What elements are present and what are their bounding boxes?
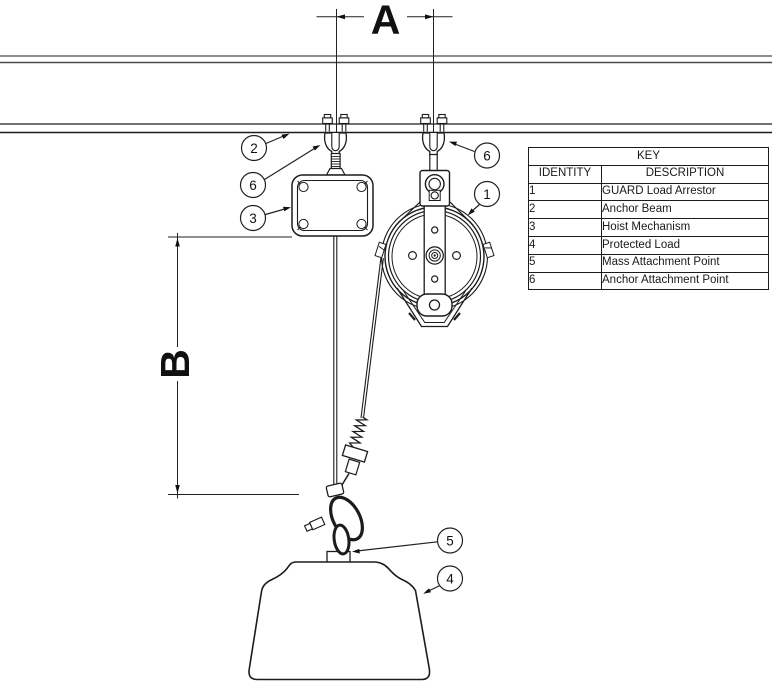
protected-load [248, 561, 431, 681]
callout-6-left-number: 6 [249, 178, 257, 193]
hoist-eyelet [325, 167, 347, 176]
key-row-identity: 1 [528, 182, 602, 202]
key-table-title: KEY [528, 147, 769, 166]
callout-4-number: 4 [446, 571, 454, 586]
hoist-corner-bolts [297, 180, 368, 231]
key-row-5: 5 Mass Attachment Point [528, 253, 769, 273]
key-row-1: 1 GUARD Load Arrestor [528, 182, 769, 202]
key-row-2: 2 Anchor Beam [528, 200, 769, 220]
hoist-mechanism [291, 174, 374, 237]
key-table: KEY IDENTITY DESCRIPTION 1 GUARD Load Ar… [528, 147, 769, 291]
callout-2-number: 2 [250, 141, 258, 156]
arrestor-bottom-bracket [416, 293, 453, 317]
anchor-attachment-left [322, 113, 350, 176]
arrestor-cable [360, 257, 384, 419]
callout-4: 4 [423, 565, 464, 594]
shock-absorber-spring [348, 416, 370, 448]
key-row-description: Mass Attachment Point [601, 253, 769, 273]
side-bolt [303, 516, 326, 533]
key-table-header-row: IDENTITY DESCRIPTION [528, 164, 769, 184]
key-row-identity: 4 [528, 235, 602, 255]
key-row-identity: 2 [528, 200, 602, 220]
callout-6-left: 6 [239, 145, 321, 199]
beam-clamp-bolts-right [420, 113, 448, 132]
key-row-identity: 3 [528, 218, 602, 237]
key-row-description: Protected Load [601, 235, 769, 255]
dim-a-arrow-left [336, 14, 345, 20]
callout-5: 5 [352, 527, 464, 554]
key-row-identity: 6 [528, 271, 602, 291]
key-row-4: 4 Protected Load [528, 235, 769, 255]
key-col-identity: IDENTITY [528, 164, 602, 184]
dimension-a-label: A [371, 0, 401, 43]
callout-6-right: 6 [448, 141, 501, 169]
dimension-b-label: B [152, 349, 198, 379]
anchor-attachment-right [420, 113, 448, 172]
key-row-6: 6 Anchor Attachment Point [528, 271, 769, 291]
callout-1-number: 1 [483, 187, 491, 202]
cable-guide-tabs [374, 241, 495, 259]
karabiner [329, 495, 364, 542]
key-row-description: Anchor Attachment Point [601, 271, 769, 291]
dim-b-arrow-bottom [175, 485, 180, 494]
hoist-rope [333, 236, 338, 486]
key-row-description: Anchor Beam [601, 200, 769, 220]
callouts: 2 6 3 6 [239, 133, 501, 594]
key-row-description: Hoist Mechanism [601, 218, 769, 237]
arrestor-top-bracket [419, 169, 451, 207]
dim-b-arrow-top [175, 238, 180, 247]
callout-6-right-number: 6 [483, 148, 491, 163]
dimension-a: A [316, 0, 453, 150]
mass-attachment-hook [303, 482, 364, 564]
callout-3-number: 3 [249, 211, 257, 226]
key-row-3: 3 Hoist Mechanism [528, 218, 769, 237]
dim-a-arrow-right [425, 14, 434, 20]
beam-clamp-bolts-left [322, 113, 350, 132]
swivel-link [325, 482, 345, 498]
arrestor-hub [425, 246, 444, 265]
lifting-eye [332, 523, 351, 556]
callout-2: 2 [240, 133, 290, 162]
key-col-description: DESCRIPTION [601, 164, 769, 184]
guard-load-arrestor [374, 169, 495, 328]
callout-5-number: 5 [446, 533, 454, 548]
key-table-title-row: KEY [528, 147, 769, 166]
key-row-description: GUARD Load Arrestor [601, 182, 769, 202]
key-row-identity: 5 [528, 253, 602, 273]
cable-ferrule [338, 444, 369, 490]
anchor-beam [0, 55, 772, 134]
callout-3: 3 [239, 204, 291, 232]
callout-1: 1 [467, 180, 501, 216]
dimension-b: B [152, 233, 299, 499]
